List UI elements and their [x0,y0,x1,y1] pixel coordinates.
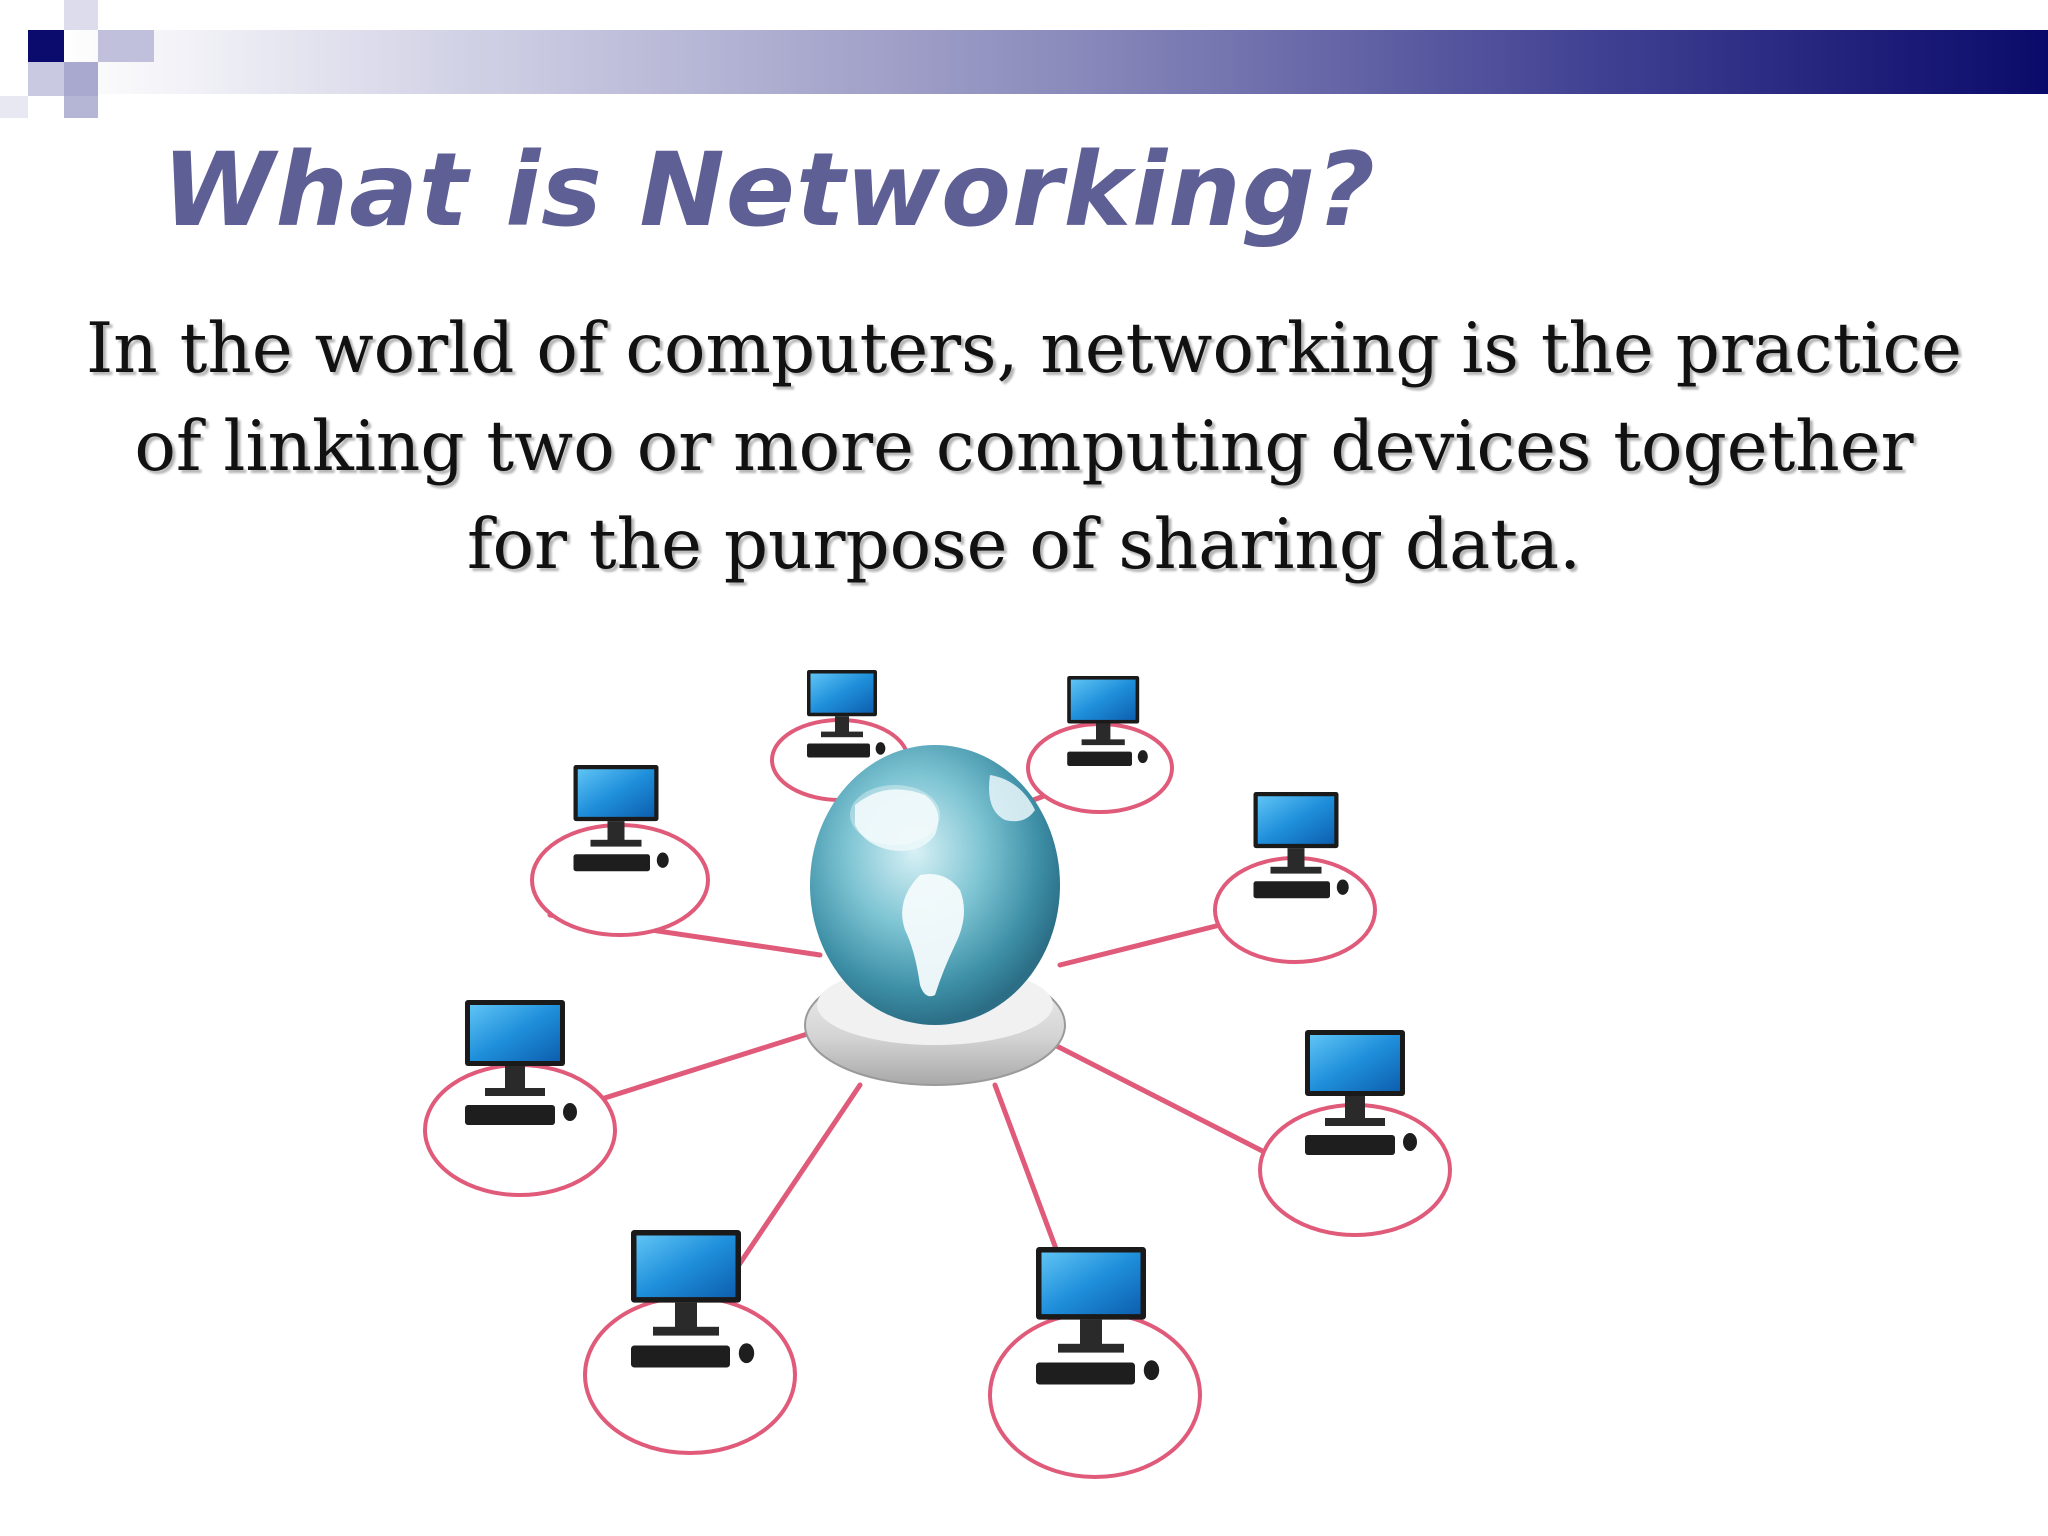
slide-body-text: In the world of computers, networking is… [86,309,1962,585]
header-square-light [28,62,64,96]
header-square-light [64,96,98,118]
header-gradient-bar [54,30,2048,94]
computer-node [1026,676,1174,814]
header-square-mid [64,62,98,96]
desktop-computer-icon [631,1230,755,1368]
desktop-computer-icon [1253,792,1349,899]
header-square-dark [28,30,64,62]
desktop-computer-icon [1305,1030,1417,1155]
network-link [1057,917,1243,968]
desktop-computer-icon [465,1000,577,1125]
desktop-computer-icon [573,765,669,872]
header-square-light [0,96,28,118]
computer-node [1258,1030,1452,1237]
computer-node [583,1230,797,1455]
network-link [1042,1037,1283,1163]
computer-node [530,765,710,937]
network-illustration [423,670,1452,1479]
computer-node [1213,792,1377,964]
desktop-computer-icon [1036,1247,1160,1385]
desktop-computer-icon [1067,676,1148,766]
computer-node [988,1247,1202,1479]
slide-title: What is Networking? [162,131,1376,250]
header-square-mid [98,30,154,62]
desktop-computer-icon [807,670,886,758]
computer-node [423,1000,617,1197]
globe-icon [810,745,1060,1025]
globe-hub [804,745,1066,1086]
header-square-light [64,0,98,30]
